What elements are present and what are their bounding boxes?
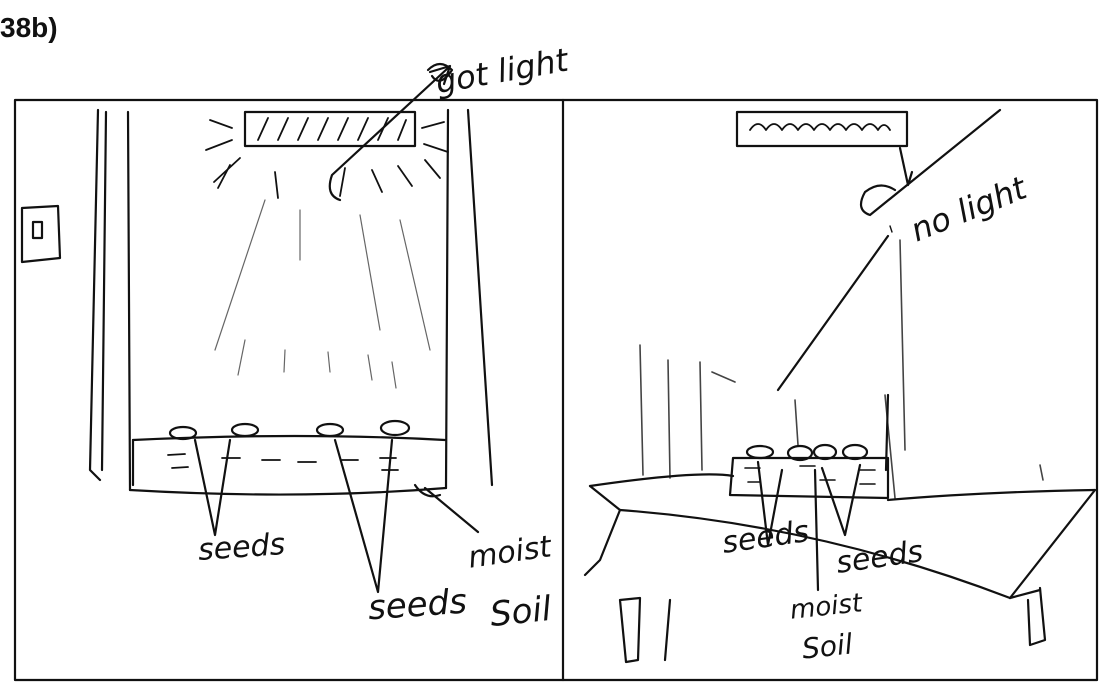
table-leg-left-2 — [665, 600, 670, 660]
seed — [232, 424, 258, 436]
seed — [381, 421, 409, 435]
label-seeds-left-2: seeds — [367, 582, 468, 629]
table-front-edge — [620, 510, 1010, 598]
lamp-hatching — [258, 118, 406, 140]
moist-soil-pointer — [425, 488, 478, 532]
outer-frame — [15, 100, 1097, 680]
seeds-pointer-left — [195, 440, 230, 535]
table-leg-right — [1028, 588, 1045, 645]
table-leg-left — [620, 598, 640, 662]
soil-tray-right — [730, 458, 888, 498]
box-left-wall-shade — [102, 112, 106, 470]
box-left-inner-wall — [128, 112, 130, 490]
seeds-pointer-right-2 — [815, 470, 818, 590]
light-beam — [215, 200, 430, 388]
switch-toggle — [33, 222, 42, 238]
seeds-pointer-right — [335, 440, 392, 592]
seed — [747, 446, 773, 458]
box-floor — [130, 488, 446, 495]
box-right-inner-wall — [446, 110, 448, 488]
dot — [890, 226, 892, 232]
box-left-outer-wall — [90, 110, 100, 480]
light-label-arrow — [330, 68, 448, 200]
light-rays — [206, 120, 448, 198]
soil-moisture-marks — [168, 454, 398, 470]
label-soil-left: Soil — [488, 589, 553, 635]
table-left-drape — [585, 486, 620, 575]
table-right-edge — [1010, 490, 1095, 598]
seeds-pointer-right-3 — [822, 465, 860, 535]
seed — [317, 424, 343, 436]
label-soil-right: Soil — [800, 627, 854, 665]
lamp-scribble-right — [750, 124, 890, 130]
lamp-fixture — [245, 112, 415, 146]
seeds-lead-line — [778, 236, 888, 390]
lamp-fixture-right — [737, 112, 907, 146]
no-light-arrow-head — [900, 148, 912, 185]
box-right-outer-wall — [468, 110, 492, 485]
label-seeds-left-1: seeds — [197, 527, 286, 568]
shadow-lines — [640, 240, 1043, 498]
